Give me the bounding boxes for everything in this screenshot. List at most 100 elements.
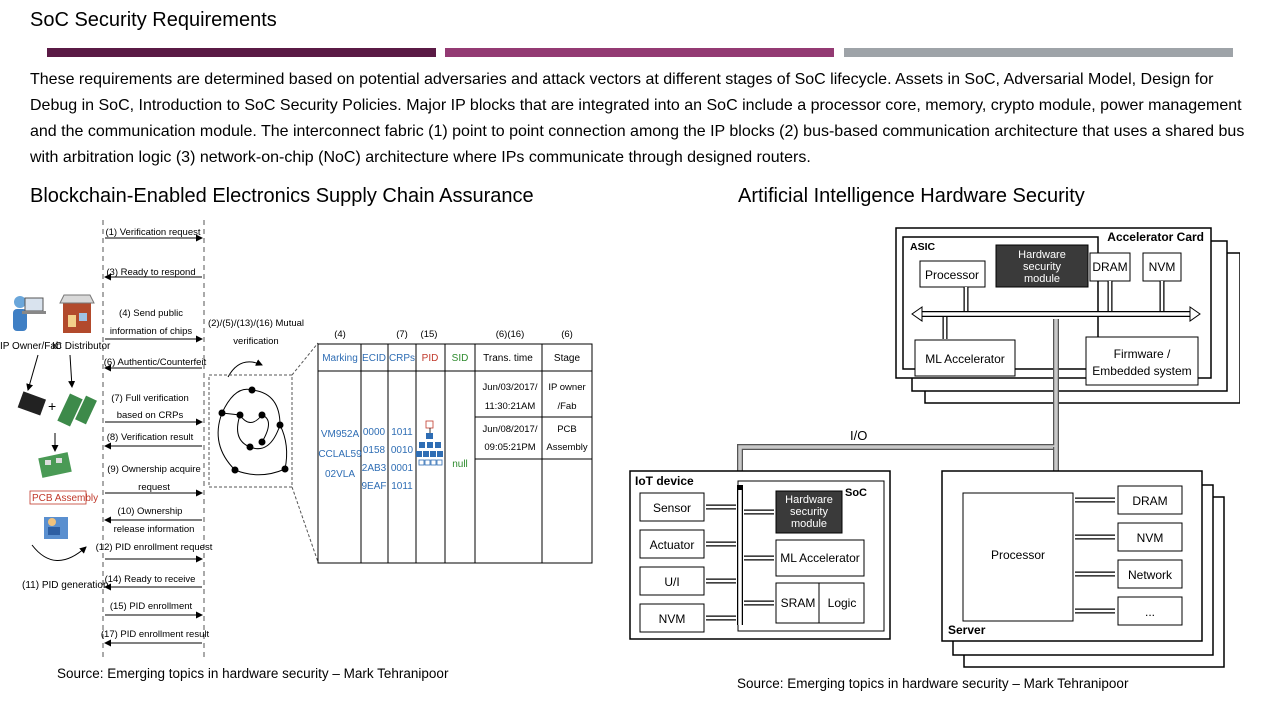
iot-sram-label: SRAM <box>781 596 816 610</box>
ecid-3: 2AB3 <box>362 463 387 474</box>
col-num-pid: (15) <box>421 329 438 340</box>
network-box <box>208 374 293 488</box>
msg-17: (17) PID enrollment result <box>101 629 210 640</box>
header-stage: Stage <box>554 353 581 364</box>
soc-label: SoC <box>845 487 867 499</box>
col-num-marking: (4) <box>334 329 346 340</box>
accel-ml-label: ML Accelerator <box>925 352 1005 366</box>
pcb-assembly-frame <box>29 490 87 505</box>
pcb-icon <box>57 393 97 427</box>
row2-time-2: 09:05:21PM <box>484 442 535 453</box>
pcb-assembly-label: PCB Assembly <box>32 493 98 504</box>
sid-value: null <box>452 459 468 470</box>
ip-owner-label: IP Owner/Fab <box>0 341 62 352</box>
col-num-crps: (7) <box>396 329 408 340</box>
iot-sensor <box>639 492 705 522</box>
server-label: Server <box>948 623 986 637</box>
iot-hsm <box>775 490 843 534</box>
server-network <box>1117 559 1183 589</box>
iot-logic-label: Logic <box>828 596 857 610</box>
row1-stage-2: /Fab <box>557 401 576 412</box>
msg-1: (1) Verification request <box>105 227 200 238</box>
iot-nvm <box>639 603 705 633</box>
header-ecid: ECID <box>362 353 386 364</box>
pid-generation-label: (11) PID generation <box>22 580 109 591</box>
row1-time-2: 11:30:21AM <box>485 401 536 412</box>
crps-3: 0001 <box>391 463 414 474</box>
marking-line-1: VM952A <box>321 429 360 440</box>
left-section-heading: Blockchain-Enabled Electronics Supply Ch… <box>30 185 534 207</box>
header-marking: Marking <box>322 353 358 364</box>
iot-hsm-3: module <box>791 518 827 530</box>
server-processor-label: Processor <box>991 548 1045 562</box>
row2-stage-2: Assembly <box>546 442 587 453</box>
accel-hsm-3: module <box>1024 273 1060 285</box>
msg-3: (3) Ready to respond <box>106 267 195 278</box>
plus-sign: + <box>48 398 56 414</box>
col-num-time: (6)(16) <box>496 329 525 340</box>
server-more-label: ... <box>1145 605 1155 619</box>
row1-stage-1: IP owner <box>548 382 585 393</box>
server-nvm <box>1117 522 1183 552</box>
server-more <box>1117 596 1183 626</box>
accel-processor <box>919 260 986 288</box>
server-nvm-label: NVM <box>1137 531 1164 545</box>
row2-time-1: Jun/08/2017/ <box>483 424 538 435</box>
accel-dram <box>1089 252 1131 282</box>
accent-bar-3 <box>844 48 1233 57</box>
firmware-1: Firmware / <box>1114 347 1171 361</box>
accel-processor-label: Processor <box>925 268 979 282</box>
iot-sram-logic <box>775 582 865 624</box>
crps-2: 0010 <box>391 445 414 456</box>
accel-hsm-2: security <box>1023 261 1061 273</box>
row2-stage-1: PCB <box>557 424 577 435</box>
ecid-1: 0000 <box>363 427 386 438</box>
msg-10a: (10) Ownership <box>118 506 183 517</box>
msg-15: (15) PID enrollment <box>110 601 193 612</box>
msg-7a: (7) Full verification <box>111 393 189 404</box>
header-pid: PID <box>422 353 439 364</box>
iot-device-label: IoT device <box>635 474 694 488</box>
ip-owner-icon <box>13 296 46 331</box>
ecid-4: 9EAF <box>361 481 386 492</box>
accel-ml <box>914 339 1016 377</box>
intro-paragraph: These requirements are determined based … <box>30 71 1245 166</box>
iot-ui-label: U/I <box>664 575 679 589</box>
header-sid: SID <box>452 353 469 364</box>
accel-hsm-1: Hardware <box>1018 249 1066 261</box>
iot-ml-label: ML Accelerator <box>780 551 860 565</box>
msg-9b: request <box>138 482 170 493</box>
marking-line-3: 02VLA <box>325 469 355 480</box>
crps-4: 1011 <box>391 481 413 492</box>
accel-firmware <box>1085 336 1199 386</box>
iot-hsm-1: Hardware <box>785 494 833 506</box>
mutual-label-1: (2)/(5)/(13)/(16) Mutual <box>208 318 304 329</box>
accel-hsm <box>995 244 1089 288</box>
right-section-heading: Artificial Intelligence Hardware Securit… <box>738 185 1085 207</box>
crps-1: 1011 <box>391 427 413 438</box>
marking-line-2: CCLAL59 <box>318 449 362 460</box>
chip-icon <box>17 391 47 416</box>
msg-7b: based on CRPs <box>117 410 184 421</box>
ecid-2: 0158 <box>363 445 386 456</box>
right-source: Source: Emerging topics in hardware secu… <box>737 676 1129 691</box>
supply-chain-figure: (1) Verification request (3) Ready to re… <box>0 220 593 660</box>
iot-actuator-label: Actuator <box>650 538 695 552</box>
accelerator-card-label: Accelerator Card <box>1107 230 1204 244</box>
iot-sensor-label: Sensor <box>653 501 691 515</box>
server-network-label: Network <box>1128 568 1173 582</box>
left-source: Source: Emerging topics in hardware secu… <box>57 666 449 681</box>
msg-14: (14) Ready to receive <box>105 574 196 585</box>
ic-distributor-label: IC Distributor <box>52 341 111 352</box>
iot-hsm-2: security <box>790 506 828 518</box>
msg-4b: information of chips <box>110 326 193 337</box>
network-graph <box>217 388 288 476</box>
ai-hardware-figure: Accelerator Card ASIC Processor Hardware… <box>629 227 1240 668</box>
msg-12: (12) PID enrollment request <box>96 542 213 553</box>
asic-label: ASIC <box>910 241 936 253</box>
iot-nvm-label: NVM <box>659 612 686 626</box>
message-arrows <box>104 234 203 647</box>
iot-ml <box>775 539 865 577</box>
msg-10b: release information <box>114 524 195 535</box>
msg-6: (6) Authentic/Counterfeit <box>104 357 207 368</box>
